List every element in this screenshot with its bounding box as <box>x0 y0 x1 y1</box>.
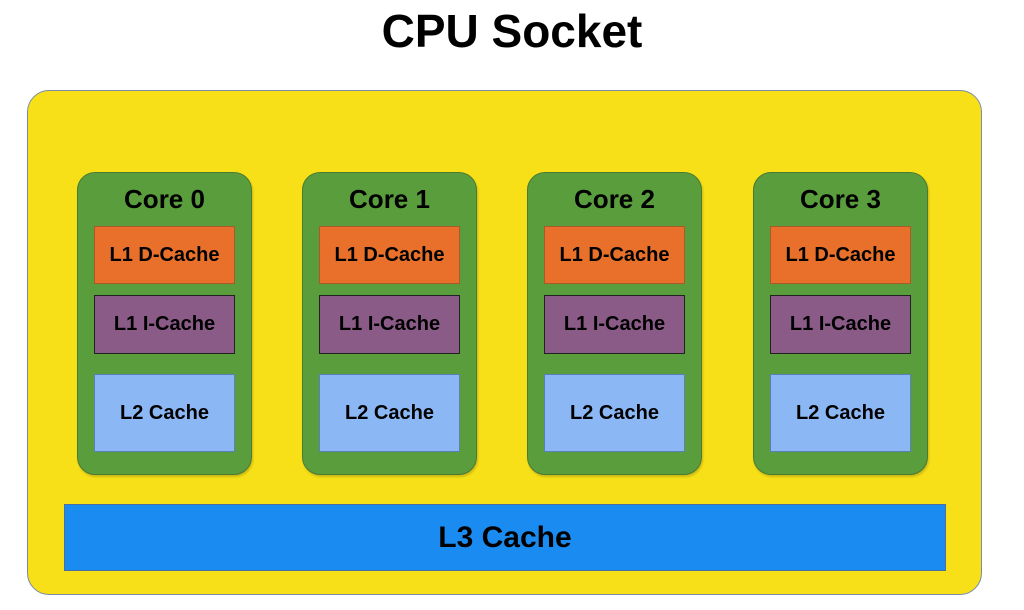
l1-d-cache: L1 D-Cache <box>770 226 911 284</box>
l1-i-cache: L1 I-Cache <box>544 295 685 354</box>
l1-i-cache: L1 I-Cache <box>94 295 235 354</box>
l3-cache: L3 Cache <box>64 504 946 571</box>
l1-d-cache: L1 D-Cache <box>319 226 460 284</box>
core-3: Core 3 L1 D-Cache L1 I-Cache L2 Cache <box>753 172 928 475</box>
core-2: Core 2 L1 D-Cache L1 I-Cache L2 Cache <box>527 172 702 475</box>
core-1: Core 1 L1 D-Cache L1 I-Cache L2 Cache <box>302 172 477 475</box>
l2-cache: L2 Cache <box>544 374 685 452</box>
core-label: Core 2 <box>574 184 655 214</box>
l1-d-cache: L1 D-Cache <box>544 226 685 284</box>
core-label: Core 3 <box>800 184 881 214</box>
l2-cache: L2 Cache <box>319 374 460 452</box>
core-label: Core 1 <box>349 184 430 214</box>
l1-d-cache: L1 D-Cache <box>94 226 235 284</box>
core-0: Core 0 L1 D-Cache L1 I-Cache L2 Cache <box>77 172 252 475</box>
l1-i-cache: L1 I-Cache <box>770 295 911 354</box>
l1-i-cache: L1 I-Cache <box>319 295 460 354</box>
l2-cache: L2 Cache <box>770 374 911 452</box>
core-label: Core 0 <box>124 184 205 214</box>
l2-cache: L2 Cache <box>94 374 235 452</box>
diagram-title: CPU Socket <box>381 5 643 57</box>
